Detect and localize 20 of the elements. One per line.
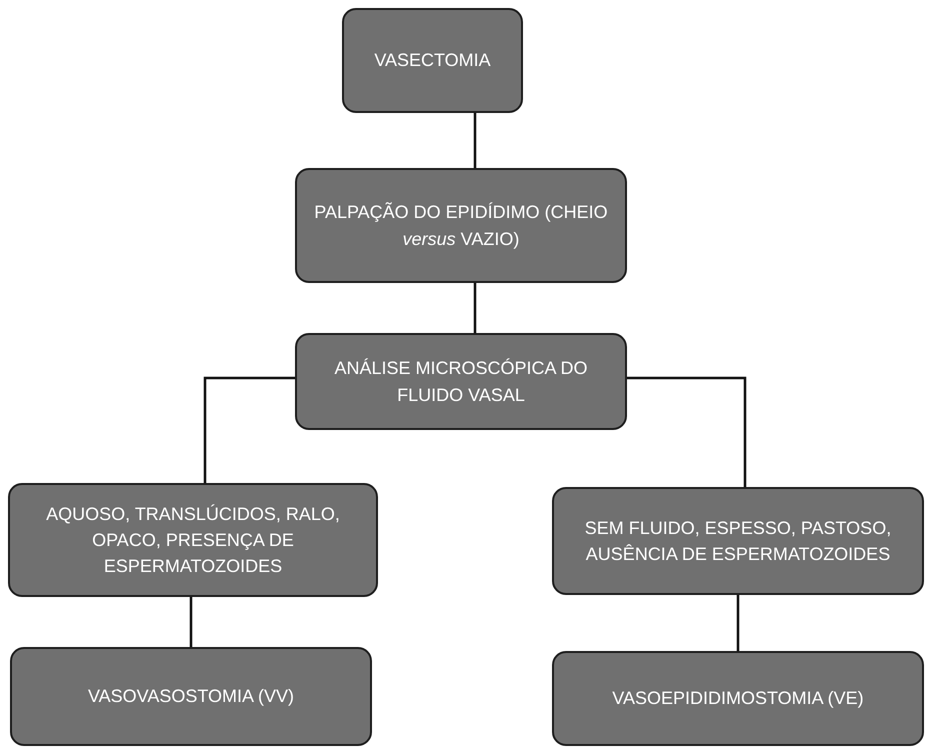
connector-line <box>474 283 476 333</box>
box-text: PALPAÇÃO DO EPIDÍDIMO (CHEIO versus VAZIO) <box>313 201 609 251</box>
box-text: VASOEPIDIDIMOSTOMIA (VE) <box>612 687 864 710</box>
connector-line <box>190 597 192 647</box>
process-box <box>552 651 924 746</box>
connector-line <box>204 376 295 483</box>
box-text: VASOVASOSTOMIA (VV) <box>88 685 294 708</box>
process-box <box>10 647 372 746</box>
box-text: ANÁLISE MICROSCÓPICA DO FLUIDO VASAL <box>333 357 589 406</box>
process-box <box>295 333 627 430</box>
box-text: VASECTOMIA <box>374 49 491 72</box>
box-text: AQUOSO, TRANSLÚCIDOS, RALO, OPACO, PRESENÇA DE ESPERMATOZOIDES <box>45 502 341 578</box>
connector-line <box>627 376 746 487</box>
process-box <box>295 168 627 283</box>
connector-line <box>474 113 476 168</box>
process-box <box>342 8 523 113</box>
process-box <box>552 487 924 595</box>
box-text: SEM FLUIDO, ESPESSO, PASTOSO, AUSÊNCIA DE ESPERMATOZOIDES <box>584 516 892 566</box>
connector-line <box>736 595 740 651</box>
process-box <box>8 483 378 597</box>
